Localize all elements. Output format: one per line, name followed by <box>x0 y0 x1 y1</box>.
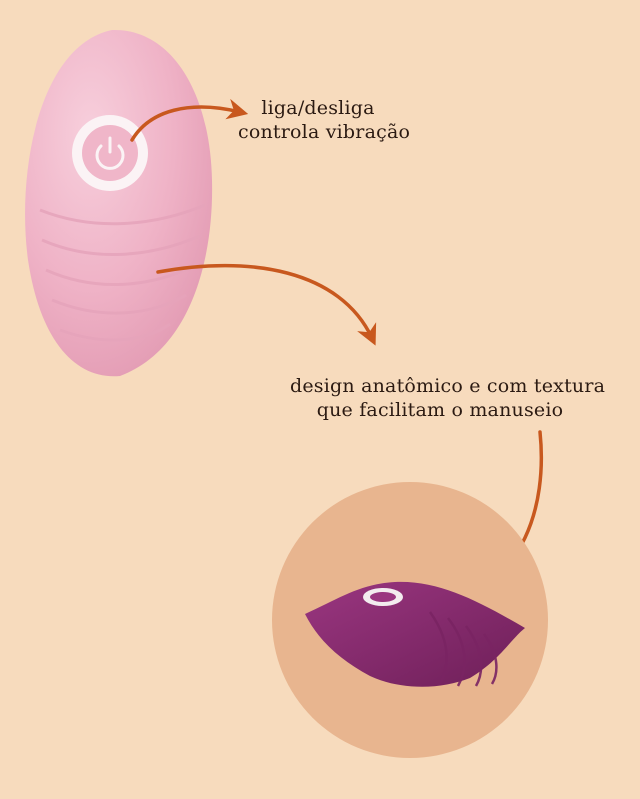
power-button-label: liga/desliga controla vibração <box>238 96 411 144</box>
curved-arrow-icon <box>156 263 377 346</box>
power-button-label-line-1: liga/desliga <box>261 97 375 119</box>
pink-power-button <box>72 115 148 191</box>
power-button-label-line-2: controla vibração <box>238 121 411 143</box>
purple-device-ridges <box>428 611 498 687</box>
purple-device <box>305 581 525 687</box>
purple-device-circle <box>272 482 548 758</box>
pink-device <box>25 29 213 377</box>
pink-device-ridges <box>39 203 206 342</box>
texture-label-line-2: que facilitam o manuseio <box>316 399 564 421</box>
texture-label-line-1: design anatômico e com textura <box>290 375 606 397</box>
curved-arrow-icon <box>130 98 249 142</box>
purple-power-button <box>363 588 403 606</box>
texture-label: design anatômico e com textura que facil… <box>290 374 606 422</box>
power-icon <box>95 136 125 170</box>
